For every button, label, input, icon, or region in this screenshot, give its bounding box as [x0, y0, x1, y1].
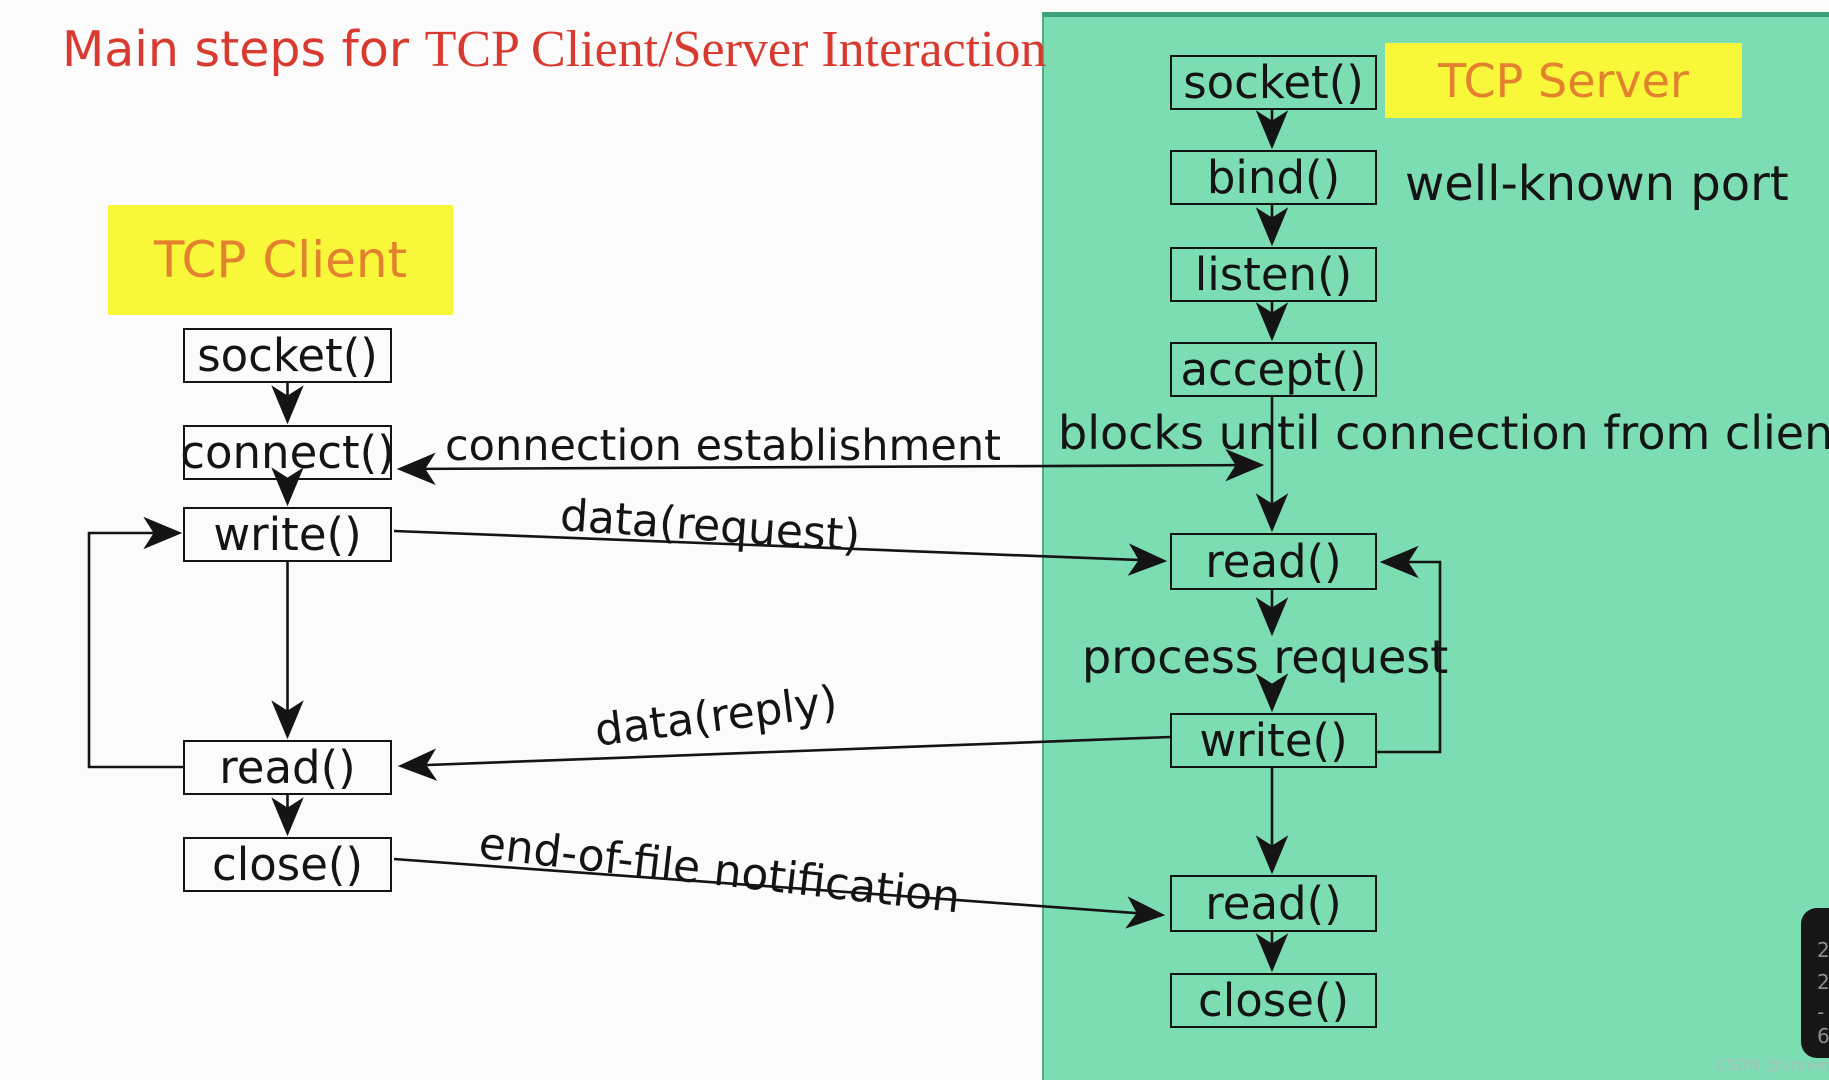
- corner-glyph: 6: [1817, 1024, 1829, 1048]
- server-close-box: close(): [1170, 973, 1377, 1028]
- client-read-box: read(): [183, 740, 392, 795]
- connection-establishment-label: connection establishment: [445, 421, 1001, 471]
- corner-glyph: 2: [1817, 970, 1829, 994]
- corner-glyph: -: [1817, 1000, 1825, 1024]
- end-of-file-label: end-of-file notification: [476, 818, 963, 924]
- server-listen-box: listen(): [1170, 247, 1377, 302]
- tcp-server-label: TCP Server: [1385, 43, 1742, 118]
- corner-glyph: 2: [1817, 938, 1829, 962]
- server-accept-box: accept(): [1170, 342, 1377, 397]
- watermark: CSDN @srevens: [1716, 1056, 1829, 1074]
- well-known-port-label: well-known port: [1405, 156, 1789, 212]
- client-socket-box: socket(): [183, 328, 392, 383]
- server-read2-box: read(): [1170, 875, 1377, 932]
- title-suffix: TCP Client/Server Interaction: [424, 21, 1047, 78]
- data-reply-label: data(reply): [592, 676, 841, 757]
- server-read1-box: read(): [1170, 533, 1377, 590]
- title-prefix: Main steps for: [62, 21, 425, 78]
- server-panel: [1042, 12, 1829, 1080]
- client-write-box: write(): [183, 507, 392, 562]
- data-request-label: data(request): [558, 490, 862, 562]
- process-request-label: process request: [1082, 630, 1449, 684]
- server-socket-box: socket(): [1170, 55, 1377, 110]
- tcp-client-label: TCP Client: [108, 205, 453, 315]
- client-connect-box: connect(): [180, 425, 395, 480]
- page-title: Main steps for TCP Client/Server Interac…: [62, 20, 1047, 79]
- server-write-box: write(): [1170, 713, 1377, 768]
- blocks-until-label: blocks until connection from client: [1058, 406, 1829, 460]
- server-bind-box: bind(): [1170, 150, 1377, 205]
- corner-overlay: 2 2 - 6: [1801, 908, 1829, 1058]
- client-close-box: close(): [183, 837, 392, 892]
- arrow-client-loop: [87, 516, 183, 769]
